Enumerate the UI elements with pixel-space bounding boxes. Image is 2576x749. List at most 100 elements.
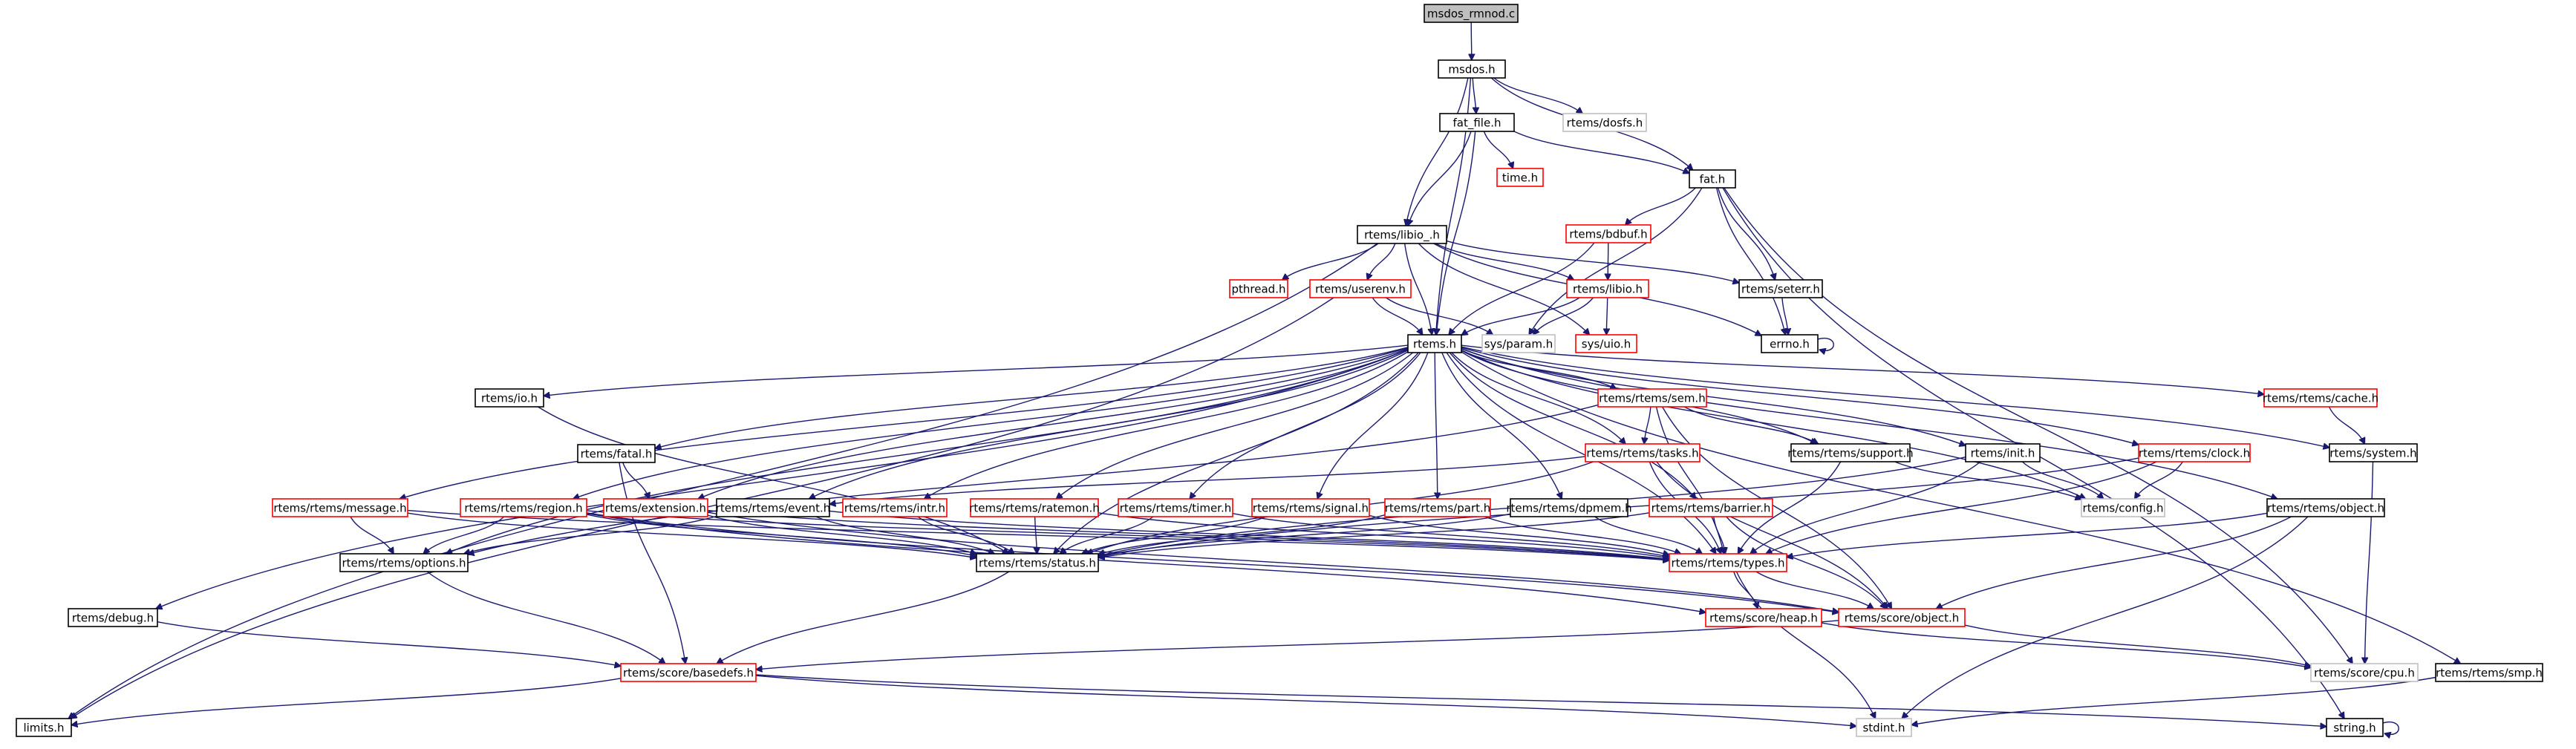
edge-rtems-h-to-rtems-rtems-tasks-h	[1451, 352, 1626, 444]
node-label: rtems/debug.h	[72, 612, 154, 625]
edge-rtems-rtems-support-h-to-rtems-config-h	[1894, 461, 2082, 500]
edge-rtems-h-to-rtems-rtems-cache-h	[1461, 344, 2264, 394]
edge-rtems-rtems-dpmem-h-to-rtems-rtems-status-h	[1098, 513, 1511, 556]
edge-rtems-debug-h-to-rtems-score-basedefs-h	[157, 621, 621, 667]
node-rtems-h[interactable]: rtems.h	[1407, 334, 1462, 353]
node-rtems-dosfs-h: rtems/dosfs.h	[1562, 113, 1647, 132]
node-rtems-rtems-region-h[interactable]: rtems/rtems/region.h	[460, 498, 587, 517]
edge-rtems-libio--h-to-rtems-h	[1403, 243, 1432, 335]
node-msdos-h[interactable]: msdos.h	[1438, 59, 1506, 79]
edge-rtems-h-to-rtems-rtems-clock-h	[1461, 347, 2139, 445]
node-rtems-rtems-smp-h[interactable]: rtems/rtems/smp.h	[2435, 663, 2543, 682]
node-msdos-rmnod-c[interactable]: msdos_rmnod.c	[1424, 4, 1519, 23]
node-label: time.h	[1502, 171, 1538, 185]
node-rtems-libio-h[interactable]: rtems/libio.h	[1566, 279, 1649, 298]
node-rtems-rtems-types-h[interactable]: rtems/rtems/types.h	[1669, 553, 1787, 572]
node-box	[620, 663, 757, 682]
node-rtems-score-heap-h[interactable]: rtems/score/heap.h	[1705, 608, 1822, 627]
node-rtems-score-basedefs-h[interactable]: rtems/score/basedefs.h	[620, 663, 757, 682]
node-box	[1438, 59, 1506, 79]
node-label: rtems/score/object.h	[1845, 612, 1960, 625]
node-time-h[interactable]: time.h	[1496, 168, 1544, 187]
node-rtems-init-h[interactable]: rtems/init.h	[1965, 443, 2041, 462]
node-rtems-rtems-part-h[interactable]: rtems/rtems/part.h	[1384, 498, 1491, 517]
edges-layer	[68, 22, 2460, 734]
edge-rtems-h-to-rtems-system-h	[1461, 346, 2329, 448]
edge-rtems-libio-h-to-sys-param-h	[1533, 297, 1594, 335]
edge-rtems-userenv-h-to-rtems-h	[1372, 297, 1423, 335]
node-errno-h[interactable]: errno.h	[1761, 334, 1819, 353]
node-rtems-bdbuf-h[interactable]: rtems/bdbuf.h	[1565, 224, 1651, 243]
edge-string-h-to-string-h	[2382, 721, 2399, 735]
node-label: rtems/bdbuf.h	[1569, 228, 1647, 241]
node-rtems-rtems-event-h[interactable]: rtems/rtems/event.h	[716, 498, 831, 517]
node-rtems-rtems-signal-h[interactable]: rtems/rtems/signal.h	[1251, 498, 1370, 517]
node-fat-file-h[interactable]: fat_file.h	[1439, 113, 1515, 132]
node-string-h[interactable]: string.h	[2326, 718, 2384, 737]
node-box	[1562, 113, 1647, 132]
node-rtems-score-object-h[interactable]: rtems/score/object.h	[1838, 608, 1966, 627]
node-label: rtems/rtems/message.h	[273, 502, 406, 515]
node-box	[842, 498, 948, 517]
edge-fat-file-h-to-fat-h	[1513, 131, 1689, 174]
edge-rtems-libio-h-to-rtems-h	[1461, 297, 1580, 336]
edge-rtems-rtems-sem-h-to-rtems-rtems-types-h	[1655, 406, 1724, 554]
node-label: fat_file.h	[1453, 117, 1501, 131]
node-rtems-extension-h[interactable]: rtems/extension.h	[603, 498, 708, 517]
node-sys-uio-h[interactable]: sys/uio.h	[1575, 334, 1637, 353]
node-box	[68, 608, 158, 627]
node-rtems-rtems-intr-h[interactable]: rtems/rtems/intr.h	[842, 498, 948, 517]
node-rtems-rtems-barrier-h[interactable]: rtems/rtems/barrier.h	[1649, 498, 1773, 517]
node-label: stdint.h	[1862, 722, 1905, 735]
node-rtems-system-h[interactable]: rtems/system.h	[2329, 443, 2418, 462]
edge-rtems-rtems-sem-h-to-rtems-score-object-h	[1661, 406, 1892, 609]
node-box	[1838, 608, 1966, 627]
node-box	[1251, 498, 1370, 517]
edge-rtems-score-basedefs-h-to-stdint-h	[755, 675, 1856, 726]
node-label: rtems/rtems/types.h	[1671, 557, 1784, 570]
node-rtems-rtems-clock-h[interactable]: rtems/rtems/clock.h	[2138, 443, 2251, 462]
node-rtems-rtems-status-h[interactable]: rtems/rtems/status.h	[976, 553, 1099, 572]
node-pthread-h[interactable]: pthread.h	[1229, 279, 1288, 298]
node-rtems-rtems-sem-h[interactable]: rtems/rtems/sem.h	[1597, 388, 1707, 408]
node-box	[1738, 279, 1823, 298]
edge-rtems-h-to-rtems-extension-h	[698, 348, 1409, 499]
node-rtems-fatal-h[interactable]: rtems/fatal.h	[577, 444, 656, 463]
node-label: rtems/rtems/intr.h	[844, 502, 945, 515]
node-rtems-libio--h[interactable]: rtems/libio_.h	[1357, 225, 1447, 244]
edge-rtems-rtems-part-h-to-rtems-rtems-types-h	[1484, 516, 1680, 554]
node-rtems-seterr-h[interactable]: rtems/seterr.h	[1738, 279, 1823, 298]
edge-rtems-score-object-h-to-rtems-score-cpu-h	[1964, 624, 2311, 666]
node-rtems-rtems-message-h[interactable]: rtems/rtems/message.h	[272, 498, 408, 517]
node-rtems-rtems-options-h[interactable]: rtems/rtems/options.h	[339, 553, 469, 572]
node-rtems-rtems-tasks-h[interactable]: rtems/rtems/tasks.h	[1585, 443, 1701, 462]
node-rtems-rtems-timer-h[interactable]: rtems/rtems/timer.h	[1118, 498, 1233, 517]
edge-rtems-rtems-message-h-to-rtems-rtems-types-h	[407, 509, 1669, 560]
edge-rtems-score-basedefs-h-to-limits-h	[71, 678, 622, 725]
node-rtems-rtems-object-h[interactable]: rtems/rtems/object.h	[2266, 498, 2385, 517]
node-rtems-userenv-h[interactable]: rtems/userenv.h	[1309, 279, 1412, 298]
edge-rtems-score-object-h-to-rtems-score-basedefs-h	[756, 620, 1839, 670]
node-limits-h[interactable]: limits.h	[16, 718, 72, 737]
node-rtems-debug-h[interactable]: rtems/debug.h	[68, 608, 158, 627]
edge-rtems-rtems-event-h-to-rtems-rtems-status-h	[815, 516, 995, 554]
edge-rtems-fatal-h-to-rtems-score-basedefs-h	[619, 462, 685, 664]
node-box	[1597, 388, 1707, 408]
node-box	[1424, 4, 1519, 23]
node-label: rtems/rtems/timer.h	[1120, 502, 1231, 515]
node-rtems-rtems-ratemon-h[interactable]: rtems/rtems/ratemon.h	[969, 498, 1100, 517]
node-rtems-rtems-cache-h[interactable]: rtems/rtems/cache.h	[2263, 388, 2378, 408]
node-rtems-rtems-support-h[interactable]: rtems/rtems/support.h	[1787, 443, 1914, 462]
node-box	[272, 498, 408, 517]
edge-rtems-userenv-h-to-sys-param-h	[1386, 297, 1493, 335]
edge-rtems-rtems-barrier-h-to-rtems-rtems-status-h	[1098, 512, 1650, 558]
node-label: rtems/rtems/smp.h	[2436, 667, 2543, 680]
node-box	[1357, 225, 1447, 244]
node-fat-h[interactable]: fat.h	[1689, 169, 1736, 189]
edge-fat-h-to-sys-param-h	[1529, 187, 1703, 335]
node-rtems-io-h[interactable]: rtems/io.h	[475, 388, 544, 408]
node-label: rtems/io.h	[481, 392, 538, 405]
node-box	[16, 718, 72, 737]
node-box	[2329, 443, 2418, 462]
node-rtems-rtems-dpmem-h[interactable]: rtems/rtems/dpmem.h	[1506, 498, 1632, 517]
